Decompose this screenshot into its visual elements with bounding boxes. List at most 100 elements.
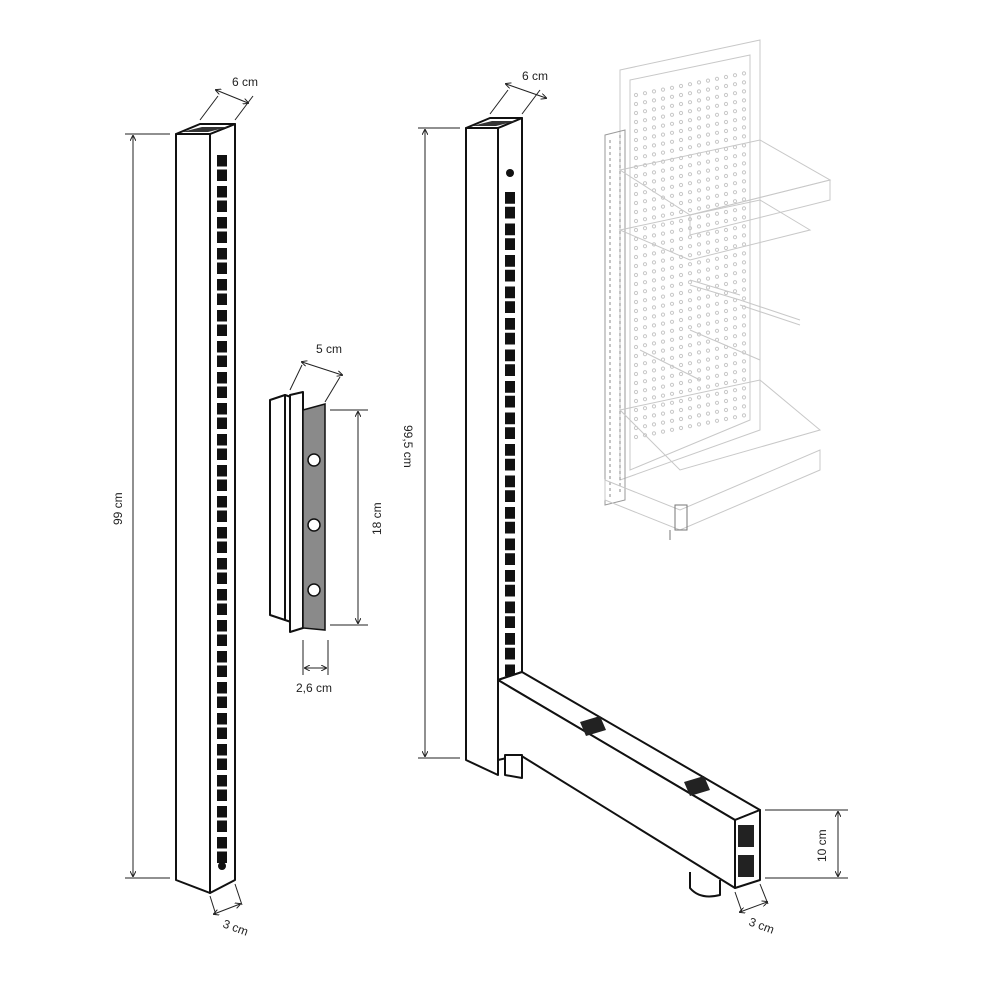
panel-perforation (669, 310, 675, 315)
panel-perforation (633, 191, 639, 197)
panel-perforation (669, 148, 675, 153)
panel-perforation (651, 314, 657, 319)
panel-perforation (732, 91, 738, 96)
panel-perforation (633, 272, 639, 278)
panel-perforation (660, 384, 666, 389)
panel-perforation (741, 368, 747, 373)
panel-perforation (642, 280, 648, 285)
panel-perforation (669, 112, 675, 117)
panel-perforation (723, 227, 729, 233)
slot-hole (217, 417, 227, 429)
panel-perforation (714, 220, 720, 225)
panel-perforation (696, 260, 702, 265)
panel-perforation (741, 143, 747, 148)
panel-perforation (678, 218, 684, 224)
panel-perforation (669, 364, 675, 369)
panel-perforation (642, 388, 648, 393)
panel-perforation (678, 83, 684, 89)
panel-perforation (642, 361, 648, 366)
panel-perforation (633, 407, 639, 413)
panel-perforation (642, 406, 648, 411)
panel-perforation (741, 71, 747, 76)
panel-perforation (723, 236, 729, 242)
panel-perforation (723, 407, 729, 413)
panel-perforation (642, 154, 648, 159)
panel-perforation (669, 418, 675, 423)
connector-height-label: 18 cm (370, 502, 384, 535)
slot-hole (217, 310, 227, 322)
panel-perforation (714, 382, 720, 387)
slot-hole (505, 633, 515, 645)
panel-perforation (642, 190, 648, 195)
panel-perforation (705, 87, 711, 92)
panel-perforation (651, 422, 657, 427)
panel-perforation (732, 271, 738, 276)
panel-perforation (696, 377, 702, 382)
panel-perforation (687, 136, 693, 141)
slot-hole (505, 192, 515, 204)
panel-perforation (732, 136, 738, 141)
panel-perforation (741, 377, 747, 382)
panel-perforation (678, 272, 684, 278)
panel-perforation (687, 217, 693, 222)
panel-perforation (651, 359, 657, 364)
panel-perforation (741, 323, 747, 328)
panel-perforation (696, 125, 702, 130)
panel-perforation (687, 361, 693, 366)
panel-perforation (705, 123, 711, 128)
base-height-dimension: 10 cm (765, 809, 848, 879)
slot-hole (505, 255, 515, 267)
panel-perforation (741, 386, 747, 391)
panel-perforation (660, 195, 666, 200)
panel-perforation (678, 290, 684, 296)
panel-perforation (714, 292, 720, 297)
panel-perforation (660, 339, 666, 344)
panel-perforation (651, 305, 657, 310)
panel-perforation (687, 172, 693, 177)
panel-perforation (714, 85, 720, 90)
panel-perforation (741, 305, 747, 310)
panel-perforation (660, 267, 666, 272)
panel-perforation (633, 92, 639, 98)
panel-perforation (723, 344, 729, 350)
panel-perforation (660, 411, 666, 416)
panel-perforation (660, 303, 666, 308)
panel-perforation (732, 181, 738, 186)
panel-perforation (723, 218, 729, 224)
panel-perforation (714, 310, 720, 315)
panel-perforation (714, 373, 720, 378)
panel-perforation (705, 375, 711, 380)
panel-perforation (678, 146, 684, 152)
panel-perforation (660, 186, 666, 191)
panel-perforation (660, 105, 666, 110)
upright-height-label: 99,5 cm (401, 425, 415, 468)
panel-perforation (741, 395, 747, 400)
panel-perforation (642, 262, 648, 267)
upright-depth-dimension: 6 cm (489, 69, 548, 115)
panel-perforation (687, 253, 693, 258)
panel-perforation (633, 146, 639, 152)
panel-perforation (687, 262, 693, 267)
panel-perforation (705, 96, 711, 101)
panel-perforation (705, 402, 711, 407)
panel-perforation (714, 193, 720, 198)
panel-perforation (732, 163, 738, 168)
panel-perforation (651, 386, 657, 391)
slot-hole (217, 496, 227, 508)
upright-with-base (465, 117, 761, 898)
slot-hole (217, 403, 227, 415)
panel-perforation (741, 107, 747, 112)
panel-perforation (732, 307, 738, 312)
panel-perforation (660, 402, 666, 407)
panel-perforation (741, 179, 747, 184)
panel-perforation (714, 274, 720, 279)
panel-perforation (651, 332, 657, 337)
panel-perforation (714, 229, 720, 234)
panel-perforation (660, 204, 666, 209)
panel-perforation (723, 263, 729, 269)
panel-perforation (696, 188, 702, 193)
panel-perforation (696, 107, 702, 112)
panel-perforation (732, 100, 738, 105)
panel-perforation (633, 110, 639, 116)
panel-perforation (705, 105, 711, 110)
